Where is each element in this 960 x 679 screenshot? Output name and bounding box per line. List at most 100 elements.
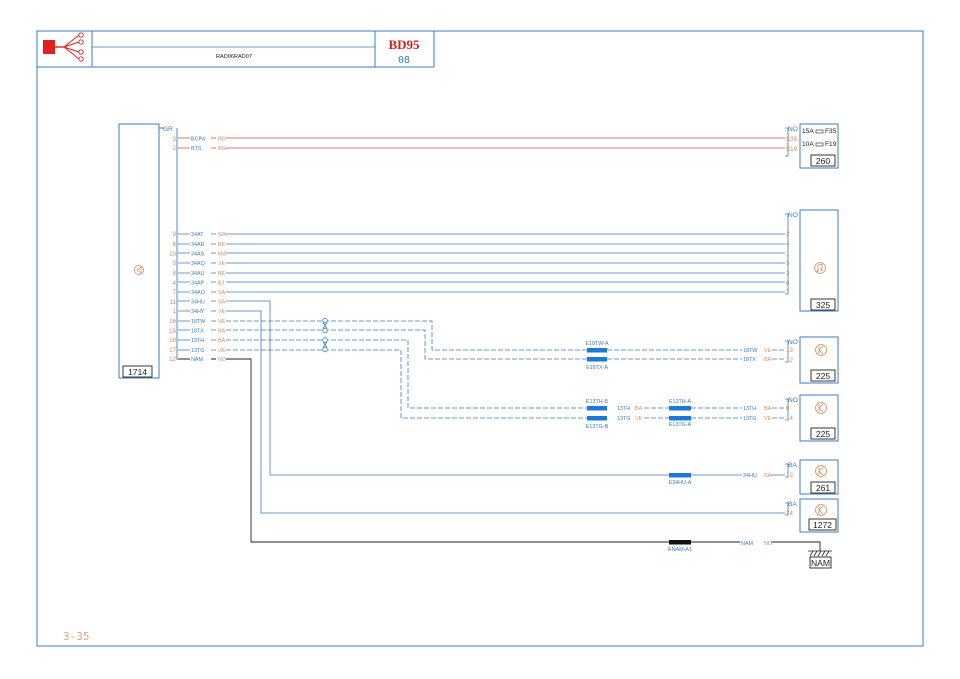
ground-id: NAM bbox=[811, 558, 830, 568]
radio-pin: 3 bbox=[173, 136, 177, 143]
ground-wire bbox=[178, 358, 821, 551]
wire-label: 34AP bbox=[191, 281, 205, 287]
wire-color: BA bbox=[764, 357, 772, 363]
audio-unit-pin: 5 bbox=[786, 260, 790, 267]
inline-connector bbox=[669, 540, 691, 545]
radio-pin: 15 bbox=[169, 328, 176, 335]
speaker-icon bbox=[815, 344, 827, 356]
speaker-4-id: 1272 bbox=[813, 520, 832, 530]
sheet-number: 08 bbox=[398, 55, 410, 66]
audio-unit-id: 325 bbox=[816, 300, 831, 310]
speaker-2-component: 225 NO 6 14 13TH BA 13TG VE bbox=[743, 394, 839, 442]
audio-unit-pin: 4 bbox=[786, 241, 790, 248]
wire-label: 13TH bbox=[743, 406, 756, 412]
music-note-icon bbox=[814, 262, 826, 274]
twist-markers bbox=[322, 317, 328, 353]
speaker-4-header-color: BA bbox=[788, 501, 797, 508]
inline-connector bbox=[669, 406, 691, 411]
inline-connector bbox=[669, 416, 691, 421]
inline-connector bbox=[587, 357, 607, 362]
wire-color: VE bbox=[218, 261, 226, 267]
wire-color: BA bbox=[764, 406, 772, 412]
ground-component: NAM NO NAM bbox=[741, 541, 832, 569]
wire-label: 13TH bbox=[617, 406, 630, 412]
audio-unit-component: 325 NO 2 4 1 5 3 6 7 bbox=[785, 209, 839, 312]
wire-label: BTS bbox=[191, 146, 202, 152]
speaker-1-id: 225 bbox=[816, 371, 831, 381]
wire-color: BE bbox=[218, 242, 226, 248]
wire-label: 34HU bbox=[743, 473, 757, 479]
wire-color: RG bbox=[218, 137, 226, 143]
ground-icon bbox=[808, 550, 832, 557]
fuse-id: F35 bbox=[825, 128, 837, 135]
wire-color: VE bbox=[218, 319, 226, 325]
wire-color: BA bbox=[218, 338, 226, 344]
wire-label: 18TW bbox=[743, 348, 758, 354]
wire-label: 18TW bbox=[191, 319, 206, 325]
wire-color: VE bbox=[218, 309, 226, 315]
connector-label: ENAM-A1 bbox=[668, 547, 692, 553]
speaker-2-id: 225 bbox=[816, 429, 831, 439]
speaker-3-header-color: BA bbox=[788, 462, 797, 469]
wire-color: SA bbox=[764, 473, 772, 479]
radio-header-color: GR bbox=[163, 126, 173, 133]
speaker-pin: 14 bbox=[786, 415, 793, 422]
wire-label: 18TX bbox=[743, 357, 756, 363]
audio-unit-header-color: NO bbox=[788, 212, 798, 219]
wire-label: 34AQ bbox=[191, 261, 205, 267]
fusebox-header-color: NO bbox=[788, 126, 798, 133]
wire-color: BJ bbox=[218, 281, 225, 287]
speaker-icon bbox=[815, 465, 827, 477]
power-wires bbox=[178, 137, 785, 149]
speaker-3-component: 261 BA 13 34HU SA bbox=[743, 459, 839, 495]
wire-label: 34AS bbox=[191, 252, 205, 258]
radio-pin: 11 bbox=[170, 299, 177, 306]
radio-pin: 1 bbox=[173, 308, 177, 315]
speaker-pin: 13 bbox=[786, 472, 793, 479]
wire-label: 18TX bbox=[191, 329, 204, 335]
wire-label: 34HU bbox=[191, 300, 205, 306]
speaker-2-header-color: NO bbox=[788, 397, 798, 404]
page-frame bbox=[36, 30, 924, 647]
inline-connector bbox=[587, 406, 607, 411]
audio-unit-pin: 3 bbox=[786, 270, 790, 277]
connector-label: E13TH-A bbox=[669, 399, 692, 405]
radio-pin: 8 bbox=[173, 270, 177, 277]
wire-label: 13TH bbox=[191, 338, 204, 344]
radio-pin-list: 3 2 9 6 10 5 8 4 7 11 1 16 15 18 17 12 bbox=[169, 136, 176, 363]
radio-pin: 18 bbox=[169, 337, 176, 344]
speaker-pin: 24 bbox=[786, 510, 793, 517]
audio-unit-pin: 1 bbox=[786, 251, 790, 258]
wire-label: 34AR bbox=[191, 242, 205, 248]
speaker-pin: 6 bbox=[786, 405, 790, 412]
speaker-icon bbox=[815, 504, 827, 516]
fusebox-pin: S19 bbox=[786, 146, 798, 153]
wire-color: BA bbox=[635, 406, 643, 412]
wire-color: GR bbox=[218, 232, 226, 238]
wire-label: 34HY bbox=[191, 309, 205, 315]
speaker-1-component: 225 NO 13 12 18TW VE 18TX BA bbox=[743, 336, 839, 384]
speaker-1-header-color: NO bbox=[788, 339, 798, 346]
wire-label: 13TG bbox=[191, 348, 204, 354]
radio-id: 1714 bbox=[128, 367, 147, 377]
wire-color: VE bbox=[635, 416, 643, 422]
wire-color: BE bbox=[218, 271, 226, 277]
speaker-icon bbox=[815, 402, 827, 414]
page-number: 3-35 bbox=[63, 630, 90, 643]
speaker-feed-wires bbox=[178, 300, 785, 514]
fusebox-pin: S35 bbox=[786, 136, 798, 143]
harness-logo-icon bbox=[43, 32, 84, 62]
wire-color: MA bbox=[218, 252, 226, 258]
twisted-pair-wire-stubs bbox=[178, 320, 216, 351]
speaker-4-component: 1272 BA 24 bbox=[785, 498, 839, 533]
audio-unit-pin: 7 bbox=[786, 289, 790, 296]
connector-label: E18TX-A bbox=[586, 365, 608, 371]
audio-unit-pin: 6 bbox=[786, 280, 790, 287]
wire-color: NO bbox=[764, 541, 772, 547]
radio-icon bbox=[133, 264, 144, 275]
radio-pin: 9 bbox=[173, 231, 177, 238]
radio-pin: 2 bbox=[173, 145, 177, 152]
audio-bus-wires bbox=[178, 233, 785, 293]
wire-color: NO bbox=[218, 357, 226, 363]
wire-label: 34AT bbox=[191, 232, 204, 238]
